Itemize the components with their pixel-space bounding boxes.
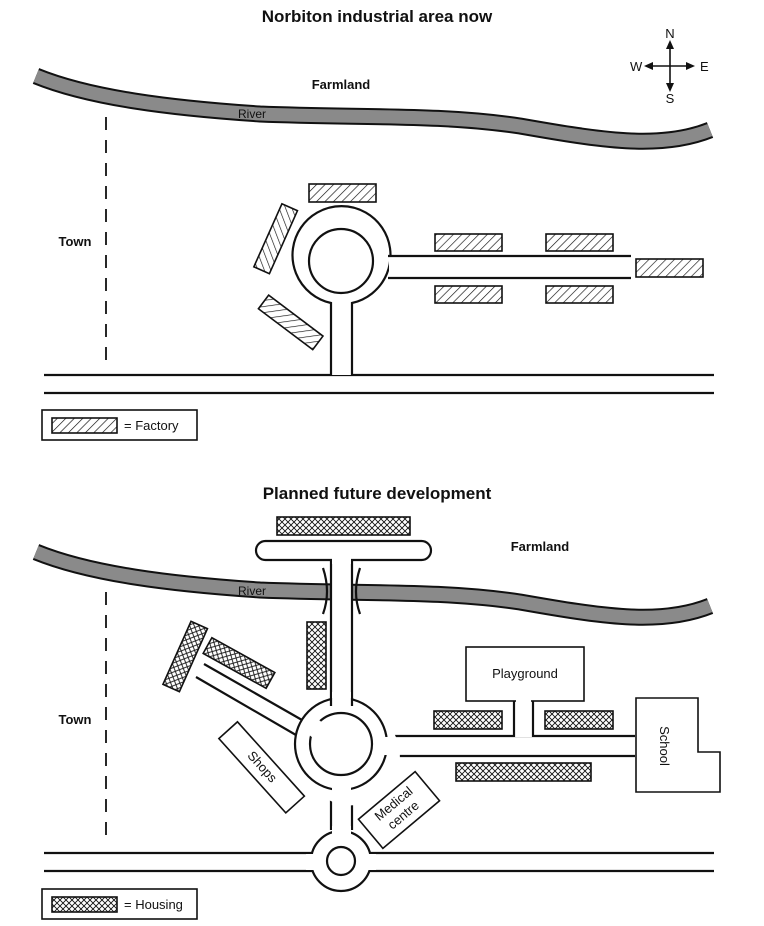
main-road-now (44, 373, 714, 395)
legend-factory-swatch (51, 417, 118, 434)
compass-west: W (630, 59, 643, 74)
housing-block (544, 710, 614, 730)
factory (434, 285, 503, 304)
north-road-bridge (254, 539, 433, 702)
compass-north: N (665, 26, 674, 41)
factory (545, 233, 614, 252)
map-now: Norbiton industrial area now N S E W Riv… (32, 7, 714, 441)
map-now-title: Norbiton industrial area now (262, 7, 493, 26)
playground-area (465, 646, 585, 702)
school-building (635, 697, 721, 793)
factory (257, 294, 325, 351)
compass-south: S (666, 91, 675, 106)
legend-factory-text: = Factory (124, 418, 179, 433)
farmland-label: Farmland (511, 539, 570, 554)
town-label: Town (59, 234, 92, 249)
factory (635, 258, 704, 278)
housing-block (455, 762, 592, 782)
river-label: River (238, 107, 266, 121)
roundabout-future (293, 692, 400, 806)
factory (308, 183, 377, 203)
legend-factory: = Factory (41, 409, 198, 441)
map-future-title: Planned future development (263, 484, 492, 503)
playground: Playground (465, 646, 585, 703)
river-future: River (32, 544, 714, 626)
legend-housing-swatch (51, 896, 118, 913)
housing-block (276, 516, 411, 536)
playground-access (512, 700, 535, 737)
west-road (195, 663, 318, 743)
housing-blocks (161, 516, 614, 782)
housing-block (202, 636, 276, 690)
shops-building (217, 720, 306, 814)
shops: Shops (217, 720, 306, 814)
town-label: Town (59, 712, 92, 727)
school-label: School (657, 726, 672, 766)
map-future: Planned future development River Farmlan… (32, 484, 721, 920)
factories (252, 183, 704, 351)
factory (434, 233, 503, 252)
east-road (380, 734, 635, 758)
medical-centre-building (357, 770, 441, 850)
roundabout-small (306, 826, 376, 893)
compass-rose: N S E W (630, 26, 709, 106)
factory (252, 202, 299, 275)
housing-block (161, 620, 209, 693)
playground-label: Playground (492, 666, 558, 681)
housing-block (306, 621, 327, 690)
river-now: River (32, 68, 714, 150)
school: School (635, 697, 721, 793)
legend-housing: = Housing (41, 888, 198, 920)
river-label: River (238, 584, 266, 598)
roundabout-now (291, 205, 631, 375)
legend-housing-text: = Housing (124, 897, 183, 912)
compass-east: E (700, 59, 709, 74)
housing-block (433, 710, 503, 730)
factory (545, 285, 614, 304)
farmland-label: Farmland (312, 77, 371, 92)
main-road-future (44, 851, 714, 873)
